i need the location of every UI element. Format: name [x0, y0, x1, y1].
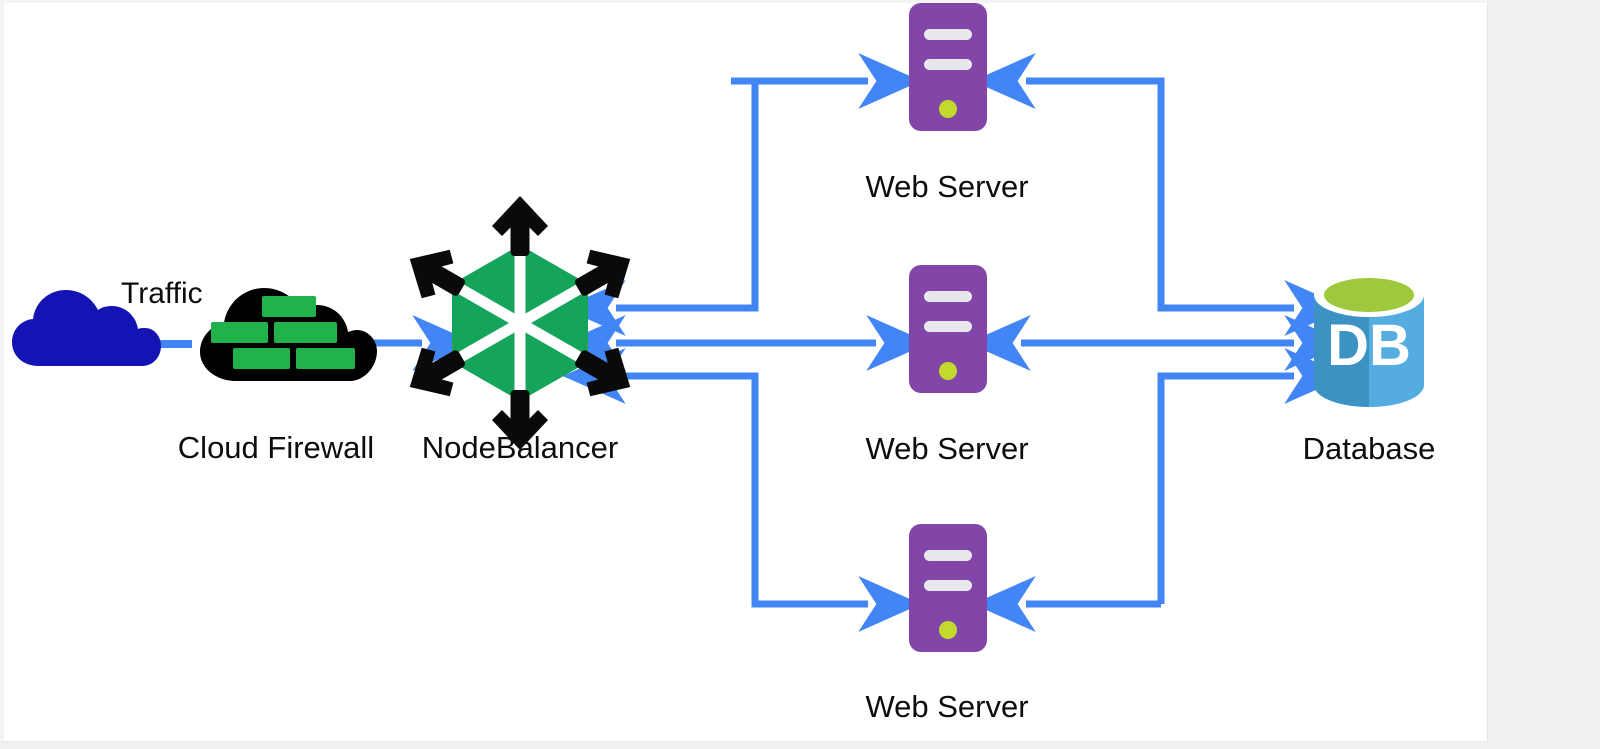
label-web-server-bottom: Web Server: [865, 689, 1029, 724]
nodebalancer-hexagon-icon: [409, 196, 631, 450]
label-database: Database: [1302, 431, 1436, 466]
server-tower-icon-middle: [909, 265, 987, 393]
connector-server-top-to-database: [1157, 81, 1348, 336]
label-traffic: Traffic: [121, 277, 203, 310]
connector-layer: [159, 53, 1348, 632]
connector-server-top-to-nodebalancer: [562, 81, 759, 336]
label-web-server-middle: Web Server: [865, 431, 1029, 466]
firewall-bricks-icon: [211, 296, 355, 369]
cloud-icon: [12, 290, 161, 366]
server-tower-icon-bottom: [909, 524, 987, 652]
firewall-cloud-icon: [200, 288, 377, 381]
connector-server-bottom-to-database: [1157, 348, 1348, 604]
architecture-diagram: DB: [12, 3, 1424, 652]
connector-nodebalancer-to-server-bottom: [616, 372, 922, 632]
nodebalancer-arrows-icon: [409, 196, 631, 450]
label-web-server-top: Web Server: [865, 169, 1029, 204]
server-tower-icon-top: [909, 3, 987, 131]
label-nodebalancer: NodeBalancer: [421, 430, 619, 465]
database-cylinder-icon: DB: [1314, 273, 1424, 407]
database-badge-text: DB: [1327, 313, 1411, 378]
diagram-canvas: DB Traffic Cloud Firewall NodeBalancer W…: [0, 0, 1488, 742]
label-cloud-firewall: Cloud Firewall: [177, 430, 375, 465]
